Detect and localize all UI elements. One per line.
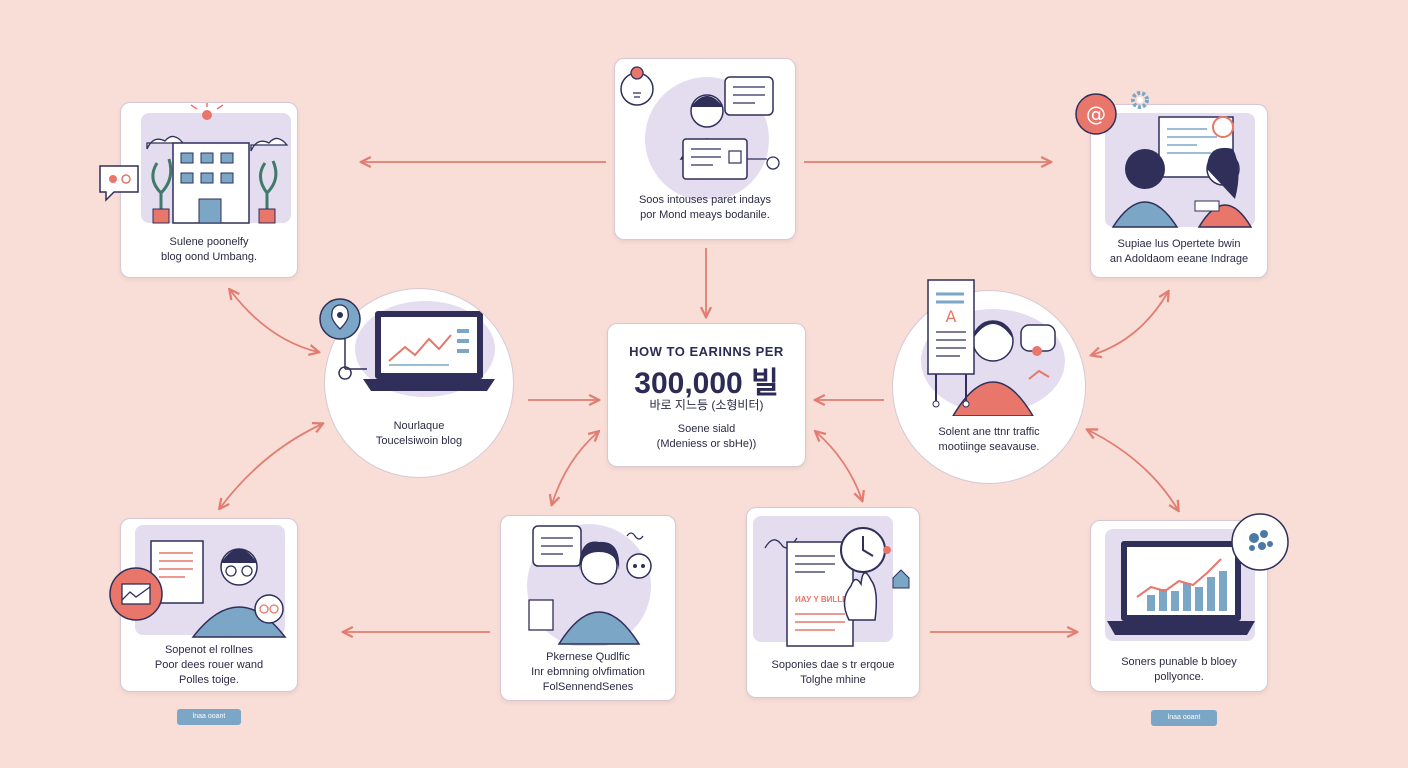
arrow-topleft-midleft <box>230 290 318 352</box>
doc-label: ИАУ Y ВИLLЕ <box>795 595 848 604</box>
caption-line: Supiae lus Opertete bwin <box>1117 238 1241 250</box>
chat-bubble-icon <box>99 165 139 202</box>
center-note-line: (Mdeniess or sbHe)) <box>656 438 757 450</box>
arrow-center-bottomcl <box>552 432 598 504</box>
person-laptop-illustration <box>620 66 780 199</box>
laptop-bar-chart-illustration <box>1105 529 1255 641</box>
caption-line: Poor dees rouer wand <box>154 659 264 671</box>
caption-line: por Mond meays bodanile. <box>640 209 770 221</box>
caption-line: Sopenot el rollnes <box>164 644 254 656</box>
node-mid-left: Nourlaque Toucelsiwoin blog <box>324 288 514 478</box>
caption-line: mootiinge seavause. <box>938 441 1040 453</box>
caption-line: pollyonce. <box>1154 671 1204 683</box>
location-pin-icon <box>319 298 361 340</box>
mail-icon <box>109 567 163 621</box>
document-clock-illustration: ИАУ Y ВИLLЕ <box>753 516 910 647</box>
caption-line: Soos intouses paret indays <box>638 194 772 206</box>
center-note-line: Soene siald <box>677 423 736 435</box>
node-mid-right: Solent ane ttnr traffic mootiinge seavau… <box>892 290 1086 484</box>
node-top-left: Sulene poonelfy blog oond Umbang. <box>120 102 298 278</box>
building-illustration <box>141 103 291 224</box>
node-top-right: Supiae lus Opertete bwin an Adoldaom eea… <box>1090 104 1268 278</box>
svg-text:@: @ <box>1086 102 1106 126</box>
node-bottom-center-left: Pkernese Qudlfic Inr ebmning olvfimation… <box>500 515 676 701</box>
caption-line: Solent ane ttnr traffic <box>938 426 1040 438</box>
caption-line: an Adoldaom eeane Indrage <box>1109 253 1249 265</box>
caption-line: blog oond Umbang. <box>160 251 257 263</box>
caption-line: Nourlaque <box>393 420 445 432</box>
caption-line: Soponies dae s tr erqoue <box>771 659 895 671</box>
center-title: HOW TO EARINNS PER <box>629 344 784 359</box>
center-subtitle: 바로 지느등 (소형비터) <box>649 398 764 412</box>
people-screen-illustration <box>1105 113 1255 228</box>
caption-line: Polles toige. <box>179 674 239 686</box>
caption-line: Soners punable b bloey <box>1121 656 1237 668</box>
node-bottom-center-right: ИАУ Y ВИLLЕ Soponies dae s tr erqoue Tol… <box>746 507 920 698</box>
caption-line: Tolghe mhine <box>800 674 866 686</box>
node-top-center: Soos intouses paret indays por Mond meay… <box>614 58 796 240</box>
arrow-topright-midright <box>1092 292 1168 355</box>
molecule-icon <box>1231 513 1289 571</box>
caption-line: FolSennendSenes <box>542 681 634 693</box>
document-sign-icon: A <box>927 279 975 408</box>
laptop-chart-illustration <box>338 301 495 397</box>
caption-line: Sulene poonelfy <box>169 236 249 248</box>
node-bottom-left: Sopenot el rollnes Poor dees rouer wand … <box>120 518 298 692</box>
center-amount: 300,000 빌 <box>634 367 779 400</box>
person-pointing-illustration <box>135 525 287 638</box>
caption-line: Toucelsiwoin blog <box>375 435 463 447</box>
person-chat-illustration <box>527 524 652 646</box>
svg-text:A: A <box>946 307 957 326</box>
arrow-center-bottomcr <box>816 432 862 500</box>
at-sign-gear-icons: @ <box>1075 91 1149 135</box>
arrow-midleft-bottomleft <box>220 424 322 508</box>
caption-line: Inr ebmning olvfimation <box>531 666 645 678</box>
tag-label-left: lnaa ooant <box>177 709 241 725</box>
tag-label-right: lnaa ooant <box>1151 710 1217 726</box>
node-center-main: HOW TO EARINNS PER 300,000 빌 바로 지느등 (소형비… <box>607 323 806 467</box>
caption-line: Pkernese Qudlfic <box>546 651 630 663</box>
arrow-midright-bottomright <box>1088 430 1178 510</box>
person-document-illustration <box>921 309 1065 416</box>
